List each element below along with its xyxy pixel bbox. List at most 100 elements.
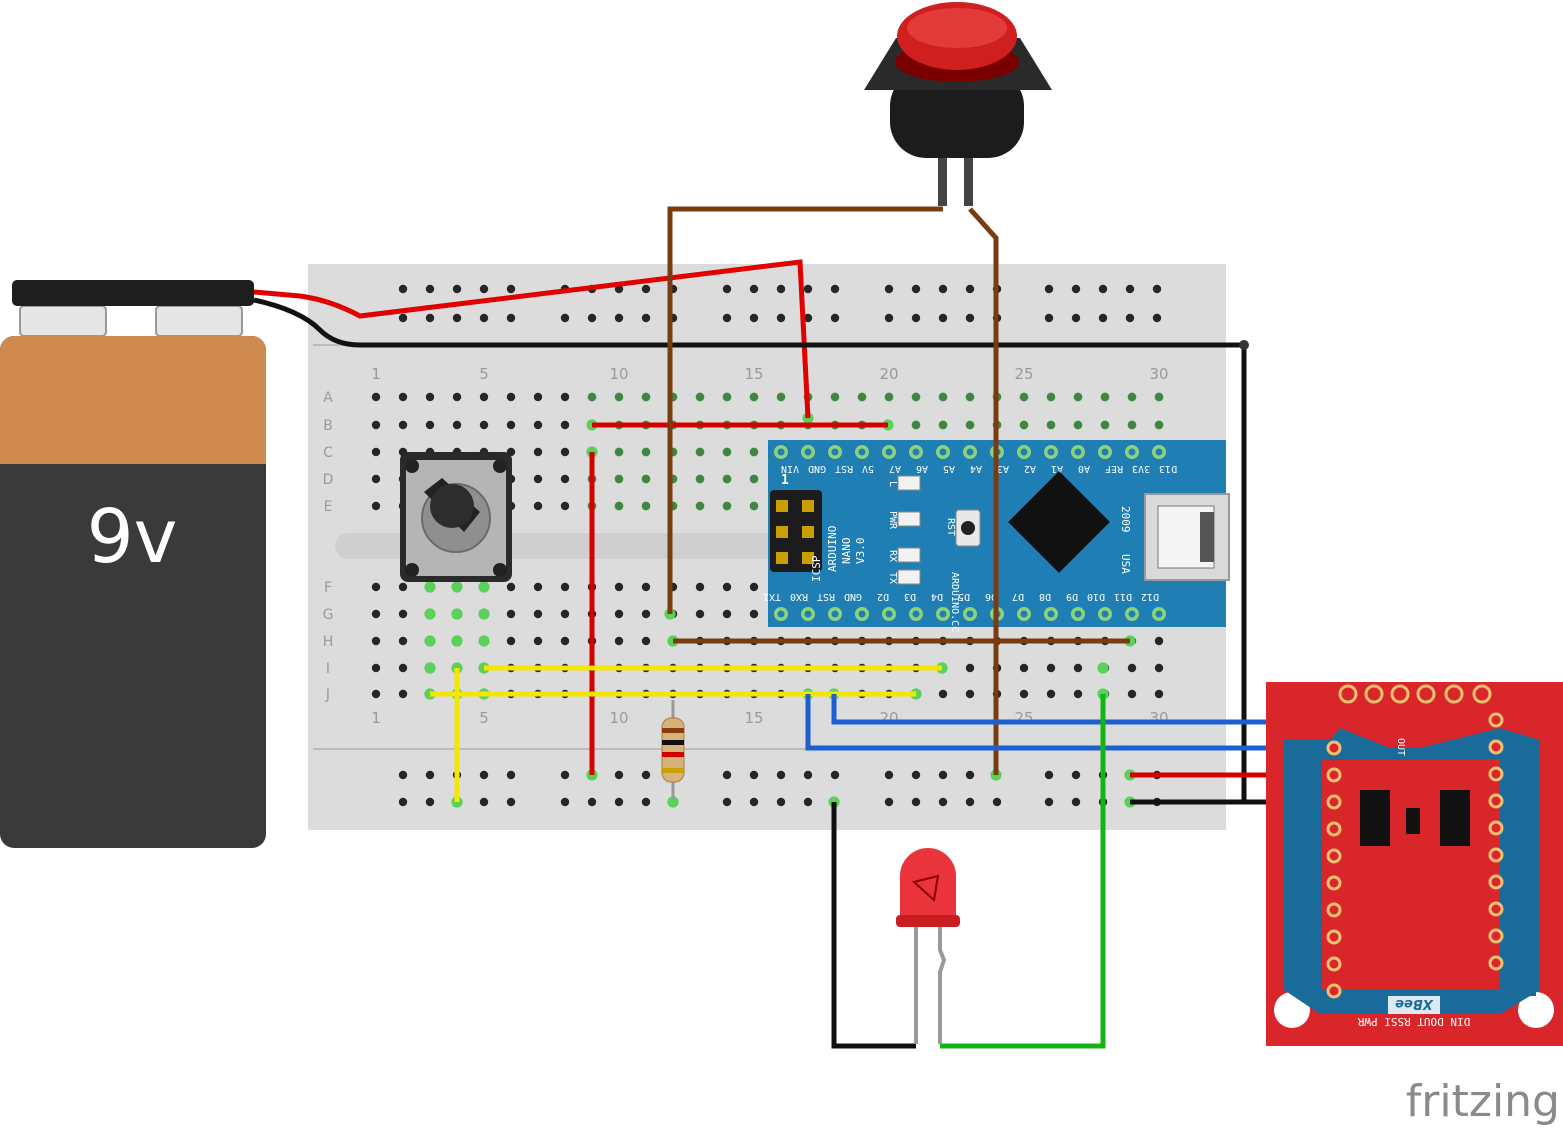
breadboard-hole [560,474,570,484]
xbee-left-pin [1326,902,1342,918]
battery-terminal-left [19,305,107,337]
rail-hole [479,797,489,807]
row-letter: D [323,472,334,488]
connected-hole [884,392,894,402]
breadboard-hole [560,447,570,457]
breadboard-hole [398,609,408,619]
breadboard-hole [371,663,381,673]
arduino-top-pin-label: VIN [781,463,799,474]
rail-hole [641,797,651,807]
connected-hole [695,392,705,402]
connected-hole [965,420,975,430]
breadboard-hole [371,447,381,457]
xbee-left-pin [1326,929,1342,945]
battery-negative-wire [253,297,1247,802]
breadboard-hole [398,582,408,592]
breadboard-hole [965,689,975,699]
led-lens [900,848,956,920]
arduino-bottom-pin-label: RX0 [790,591,808,602]
arduino-top-pin-label: D13 [1159,463,1177,474]
breadboard-hole [452,420,462,430]
rail-hole [884,797,894,807]
rail-hole [587,313,597,323]
breadboard-hole [1127,663,1137,673]
breadboard-hole [695,609,705,619]
breadboard-hole [398,420,408,430]
breadboard-hole [371,420,381,430]
rail-hole [776,284,786,294]
arduino-led-label: L [887,481,898,487]
breadboard-hole [398,636,408,646]
arduino-name-line-2: NANO [840,538,853,565]
connected-hole [667,796,679,808]
microcontroller-chip [1008,471,1110,573]
battery-top-band [0,336,266,464]
icsp-pin [802,552,814,564]
rail-hole [506,284,516,294]
rail-hole [425,797,435,807]
arduino-led [897,569,921,585]
connected-hole [641,474,651,484]
rail-hole [425,284,435,294]
arduino-bottom-pin-label: D8 [1039,591,1051,602]
breadboard-hole [641,582,651,592]
connected-hole [1046,420,1056,430]
rail-hole [1044,284,1054,294]
breadboard-hole [749,609,759,619]
breadboard-hole [371,689,381,699]
xbee-header-pin [1416,684,1436,704]
xbee-left-pin [1326,848,1342,864]
icsp-pin [776,526,788,538]
rail-hole [614,770,624,780]
potentiometer [400,452,512,582]
rail-hole [398,284,408,294]
column-number: 15 [744,365,763,383]
rail-hole [830,770,840,780]
column-number: 30 [1149,365,1168,383]
arduino-name-line-1: ARDUINO [826,526,839,572]
connected-hole [695,501,705,511]
connected-hole [1154,420,1164,430]
xbee-right-pin [1488,955,1504,971]
rail-hole [1071,284,1081,294]
xbee-left-pin [1326,767,1342,783]
rail-hole [1044,797,1054,807]
breadboard-hole [506,609,516,619]
icsp-label: ICSP [810,555,823,582]
breadboard-hole [398,689,408,699]
breadboard-hole [614,636,624,646]
rail-hole [749,770,759,780]
breadboard-hole [371,501,381,511]
connected-hole [641,392,651,402]
row-letter: C [323,445,333,461]
rail-hole [911,313,921,323]
rail-hole [884,284,894,294]
breadboard-hole [533,447,543,457]
connected-hole [1154,392,1164,402]
connected-hole [722,447,732,457]
column-number: 10 [609,365,628,383]
xbee-header-pin [1472,684,1492,704]
rail-hole [965,797,975,807]
rail-hole [992,797,1002,807]
xbee-right-pin [1488,820,1504,836]
xbee-right-pin [1488,928,1504,944]
connected-hole [614,447,624,457]
connected-hole [938,392,948,402]
connected-hole [1127,420,1137,430]
xbee-pins [1294,684,1536,999]
breadboard-hole [425,392,435,402]
arduino-bottom-pin-label: D3 [904,591,916,602]
rail-hole [911,797,921,807]
breadboard-hole [506,636,516,646]
connected-hole [857,392,867,402]
rail-hole [803,770,813,780]
breadboard-hole [371,582,381,592]
arduino-country: USA [1119,554,1132,574]
icsp-pin-one: 1 [781,473,789,488]
rail-hole [614,313,624,323]
